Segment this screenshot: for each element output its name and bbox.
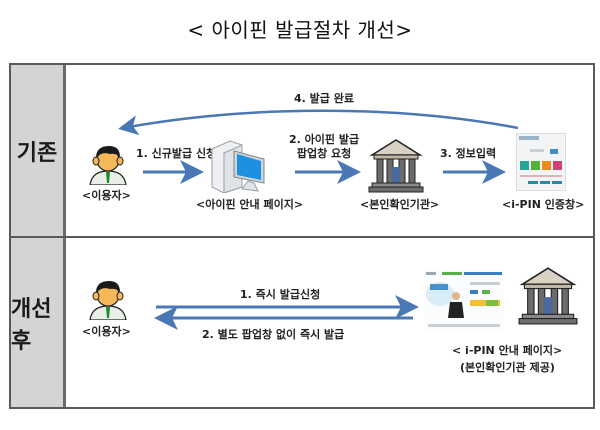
step4-label: 4. 발급 완료 [294,92,354,105]
node-guide-page-provider: (본인확인기관 제공) [460,361,555,374]
row-label-cell: 기존 [11,65,66,236]
arrow-step4-complete [118,109,519,136]
row-existing: 기존 [11,65,593,238]
node-guide-page-label: <아이핀 안내 페이지> [196,198,304,211]
step2-label-line1: 2. 아이핀 발급 [289,133,360,146]
node-guide-page-label: < i-PIN 안내 페이지> [452,344,563,357]
diagram-title: < 아이핀 발급절차 개선> [187,18,413,42]
institution-building-icon [368,139,424,193]
existing-arrows [118,109,519,184]
user-icon [89,281,127,320]
user-icon [89,146,127,185]
row-label-existing: 기존 [16,140,58,166]
node-auth-window-label: <i-PIN 인증창> [502,198,585,211]
step2-label-line2: 팝업창 요청 [296,147,352,160]
step1-instant-request-label: 1. 즉시 발급신청 [240,288,321,301]
row-improved: 개선후 <이용자> 1. 즉시 발급신청 [11,238,593,407]
institution-building-icon [518,267,578,325]
computer-icon [211,140,265,193]
node-user-label: <이용자> [82,325,131,338]
step3-label: 3. 정보입력 [440,147,497,160]
row-label-improved: 개선후 [11,296,52,354]
row-label-cell: 개선후 [11,238,66,407]
ipin-guide-page-icon [424,270,504,332]
node-user-label: <이용자> [82,189,131,202]
step2-instant-issue-label: 2. 별도 팝업창 없이 즉시 발급 [202,328,345,341]
comparison-table: 기존 [9,63,595,409]
improved-arrows [154,295,419,330]
step2-label: 2. 아이핀 발급 팝업창 요청 [289,133,359,161]
improved-flow: <이용자> 1. 즉시 발급신청 2. 별도 팝업창 없이 즉시 발급 [68,238,593,407]
node-agency-label: <본인확인기관> [360,198,440,211]
ipin-auth-window-icon [516,133,566,191]
existing-flow: <이용자> 1. 신규발급 신청 <아이핀 안내 페이지> 2. 아이핀 발급 … [68,65,593,236]
step1-label: 1. 신규발급 신청 [136,147,217,160]
